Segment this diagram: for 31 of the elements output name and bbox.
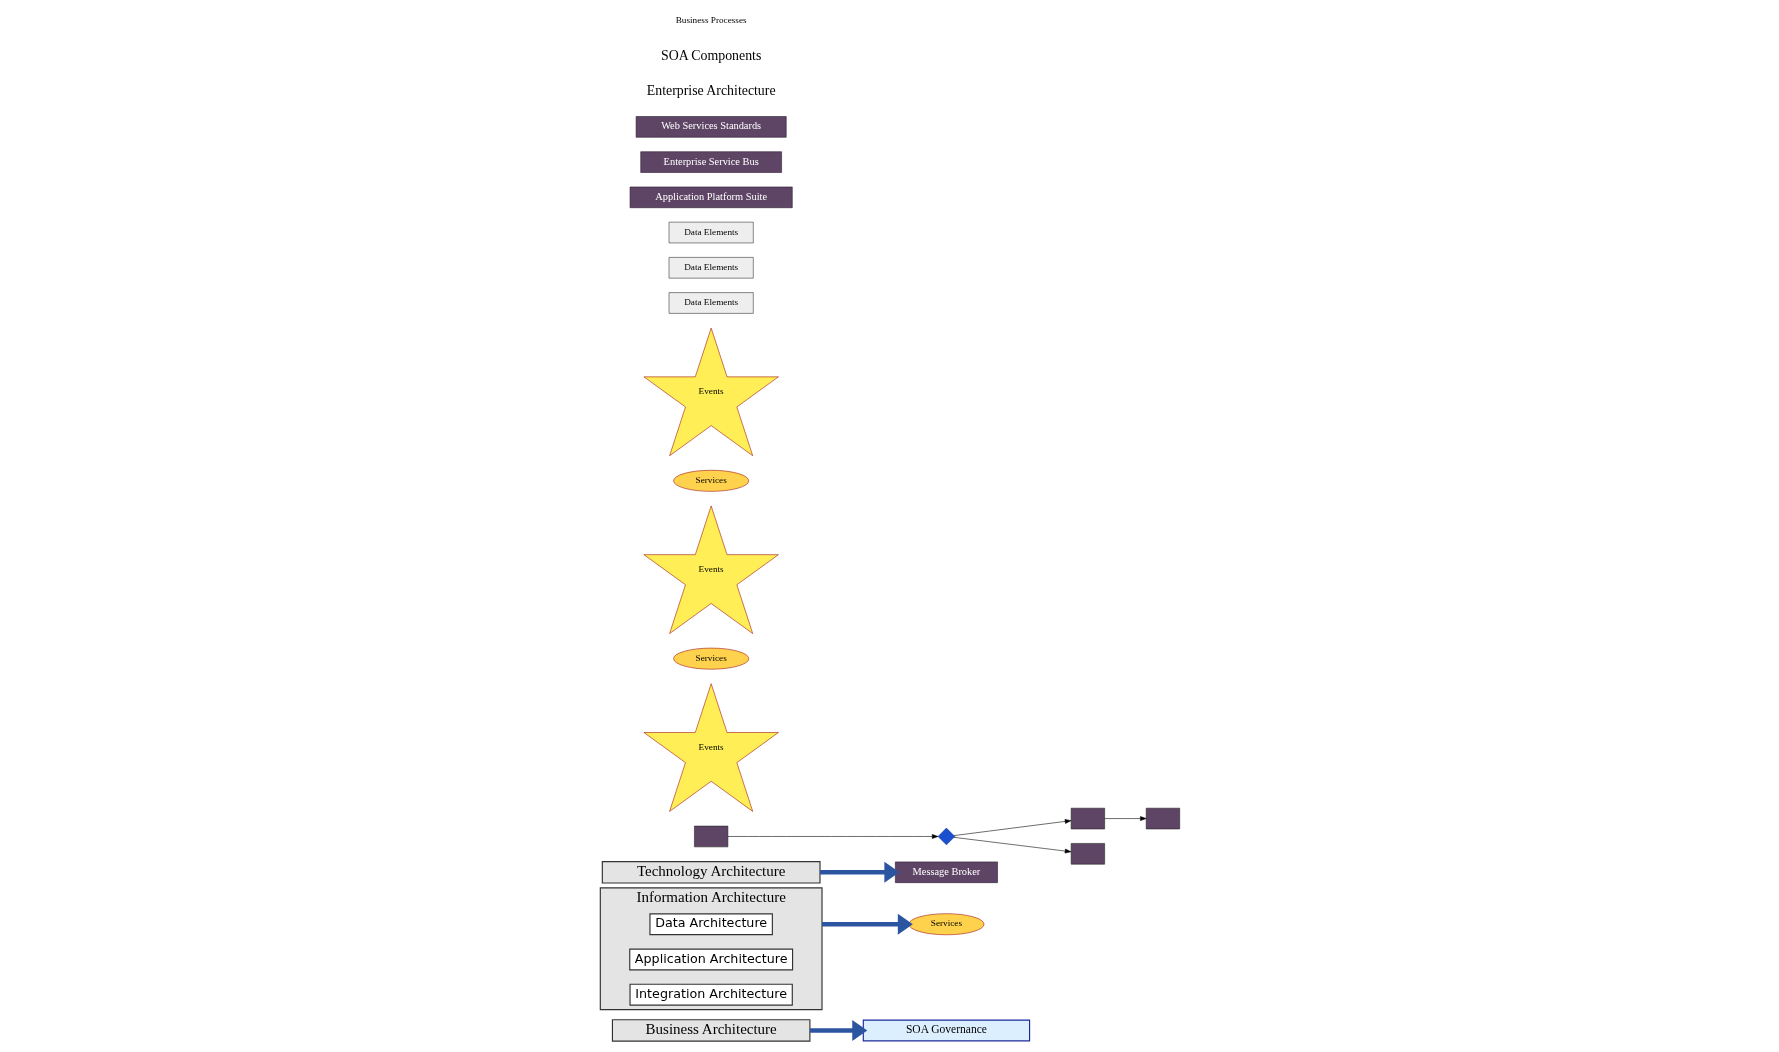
arrow	[727, 834, 938, 839]
label: Enterprise Architecture	[646, 83, 776, 99]
node-box	[1070, 807, 1105, 830]
arrow	[821, 913, 913, 935]
node-diamond	[937, 827, 955, 846]
node-ellipse: Services	[908, 913, 984, 936]
node-ellipse: Services	[672, 647, 749, 670]
arrow	[819, 861, 899, 883]
node-box: Business Architecture	[611, 1019, 810, 1042]
node-box: SOA Governance	[862, 1019, 1030, 1042]
label: SOA Components	[660, 48, 761, 64]
node-box: Message Broker	[894, 861, 998, 883]
label: Business Processes	[675, 15, 747, 26]
arrow	[953, 819, 1071, 836]
node-box: Web Services Standards	[635, 116, 786, 138]
node-box: Application Platform Suite	[629, 186, 793, 208]
node-box	[1145, 807, 1180, 830]
node-box: Data Elements	[668, 257, 754, 279]
node-box: Application Architecture	[628, 948, 793, 971]
node-ellipse: Services	[672, 469, 749, 492]
node-box	[1070, 843, 1105, 865]
node-box: Technology Architecture	[601, 861, 821, 884]
node-box: Integration Architecture	[628, 983, 793, 1006]
node-box	[693, 825, 728, 848]
arrow	[809, 1019, 867, 1041]
arrow	[1103, 816, 1146, 821]
node-box: Data Elements	[668, 221, 754, 244]
arrow	[953, 837, 1071, 854]
node-box: Data Architecture	[648, 913, 773, 936]
node-box: Enterprise Service Bus	[639, 151, 782, 173]
node-box: Data Elements	[668, 292, 754, 314]
